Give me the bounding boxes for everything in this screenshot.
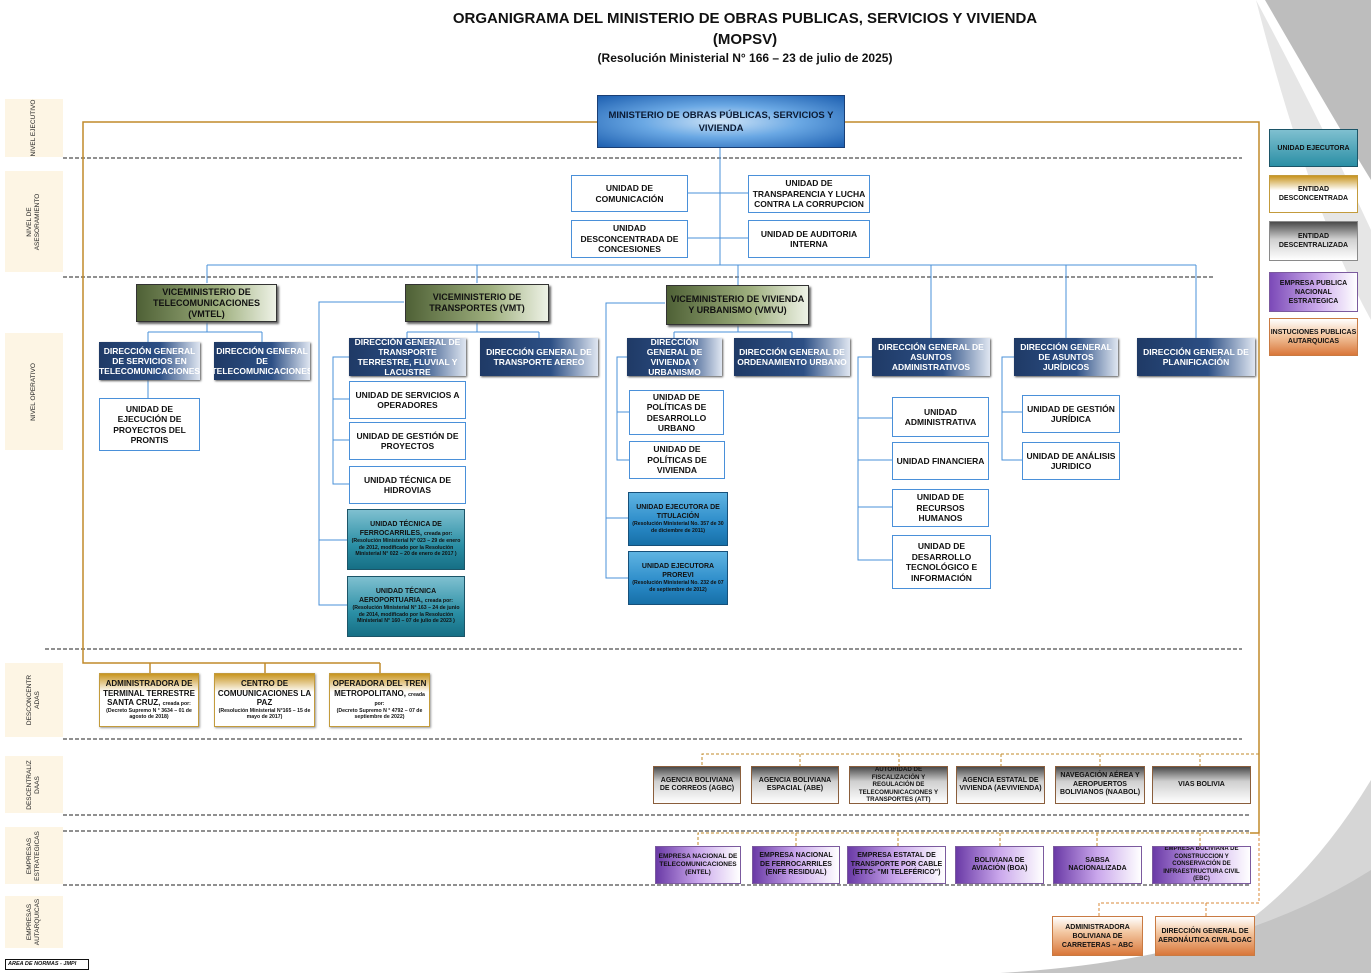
legend-entidad-descentralizada: ENTIDAD DESCENTRALIZADA xyxy=(1269,221,1358,261)
unidad-financiera: UNIDAD FINANCIERA xyxy=(892,442,989,480)
estrategica-ettc: EMPRESA ESTATAL DE TRANSPORTE POR CABLE … xyxy=(847,846,946,884)
unidad-prontis: UNIDAD DE EJECUCIÓN DE PROYECTOS DEL PRO… xyxy=(99,398,200,451)
level-desconcentradas: DESCONCENTR ADAS xyxy=(5,663,63,737)
unidad-analisis-juridico: UNIDAD DE ANÁLISIS JURIDICO xyxy=(1022,442,1120,480)
vmtel-box: VICEMINISTERIO DE TELECOMUNICACIONES (VM… xyxy=(136,284,277,322)
unidad-prorevi: UNIDAD EJECUTORA PROREVI (Resolución Min… xyxy=(628,551,728,605)
dg-planificacion: DIRECCIÓN GENERAL DE PLANIFICACIÓN xyxy=(1137,338,1255,376)
unidad-aeroportuaria: UNIDAD TÉCNICA AEROPORTUARIA, creada por… xyxy=(347,576,465,637)
legend-entidad-desconcentrada: ENTIDAD DESCONCENTRADA xyxy=(1269,175,1358,213)
level-estrategicas: EMPRESAS ESTRATEGICAS xyxy=(5,827,63,884)
legend-unidad-ejecutora: UNIDAD EJECUTORA xyxy=(1269,129,1358,167)
descentralizada-vias-bolivia: VIAS BOLIVIA xyxy=(1152,766,1251,804)
unidad-titulacion: UNIDAD EJECUTORA DE TITULACIÓN (Resoluci… xyxy=(628,492,728,546)
dg-asuntos-administrativos: DIRECCIÓN GENERAL DE ASUNTOS ADMINISTRAT… xyxy=(872,338,990,376)
chart-title: ORGANIGRAMA DEL MINISTERIO DE OBRAS PUBL… xyxy=(452,10,1038,27)
unidad-politicas-urbano: UNIDAD DE POLÍTICAS DE DESARROLLO URBANO xyxy=(629,390,724,435)
footer-area-normas: AREA DE NORMAS - JMPI xyxy=(5,959,89,970)
legend-instituciones-autarquicas: INSTUCIONES PUBLICAS AUTARQUICAS xyxy=(1269,318,1358,356)
unidad-hidrovias: UNIDAD TÉCNICA DE HIDROVIAS xyxy=(349,466,466,504)
descentralizada-att: AUTORIDAD DE FISCALIZACIÓN Y REGULACIÓN … xyxy=(849,766,948,804)
unidad-desarrollo-tecnologico: UNIDAD DE DESARROLLO TECNOLÓGICO E INFOR… xyxy=(892,535,991,589)
desconcentrada-tren-metropolitano: OPERADORA DEL TREN METROPOLITANO, creada… xyxy=(329,673,430,727)
vmvu-box: VICEMINISTERIO DE VIVIENDA Y URBANISMO (… xyxy=(666,285,809,325)
unidad-transparencia: UNIDAD DE TRANSPARENCIA Y LUCHA CONTRA L… xyxy=(748,175,870,213)
dg-telecomunicaciones: DIRECCIÓN GENERAL DE TELECOMUNICACIONES xyxy=(214,342,310,380)
dg-servicios-telecom: DIRECCIÓN GENERAL DE SERVICIOS EN TELECO… xyxy=(99,342,200,380)
unidad-gestion-proyectos: UNIDAD DE GESTIÓN DE PROYECTOS xyxy=(349,422,466,460)
dg-transporte-aereo: DIRECCIÓN GENERAL DE TRANSPORTE AEREO xyxy=(480,338,598,376)
legend-empresa-publica: EMPRESA PUBLICA NACIONAL ESTRATEGICA xyxy=(1269,272,1358,312)
autarquica-abc: ADMINISTRADORA BOLIVIANA DE CARRETERAS –… xyxy=(1052,916,1143,956)
vmt-box: VICEMINISTERIO DE TRANSPORTES (VMT) xyxy=(405,284,549,322)
ministry-box: MINISTERIO DE OBRAS PÚBLICAS, SERVICIOS … xyxy=(597,95,845,148)
descentralizada-naabol: NAVEGACIÓN AÉREA Y AEROPUERTOS BOLIVIANO… xyxy=(1055,766,1145,804)
unidad-administrativa: UNIDAD ADMINISTRATIVA xyxy=(892,397,989,437)
dg-asuntos-juridicos: DIRECCIÓN GENERAL DE ASUNTOS JURÍDICOS xyxy=(1014,338,1118,376)
estrategica-enfe: EMPRESA NACIONAL DE FERROCARRILES (ENFE … xyxy=(752,846,840,884)
desconcentrada-terminal: ADMINISTRADORA DE TERMINAL TERRESTRE SAN… xyxy=(99,673,199,727)
chart-title-acronym: (MOPSV) xyxy=(712,31,778,48)
level-descentralizadas: DESCENTRALIZ DAAS xyxy=(5,756,63,813)
estrategica-ebc: EMPRESA BOLIVIANA DE CONSTRUCCION Y CONS… xyxy=(1152,846,1251,884)
descentralizada-aevivienda: AGENCIA ESTATAL DE VIVIENDA (AEVIVIENDA) xyxy=(956,766,1045,804)
dg-transporte-terrestre: DIRECCIÓN GENERAL DE TRANSPORTE TERRESTR… xyxy=(349,338,466,376)
estrategica-boa: BOLIVIANA DE AVIACIÓN (BOA) xyxy=(955,846,1044,884)
descentralizada-abe: AGENCIA BOLIVIANA ESPACIAL (ABE) xyxy=(751,766,839,804)
desconcentrada-centro-comunicaciones: CENTRO DE COMUUNICACIONES LA PAZ (Resolu… xyxy=(214,673,315,727)
unidad-comunicacion: UNIDAD DE COMUNICACIÓN xyxy=(571,175,688,212)
level-autarquicas: EMPRESAS AUTARQUICAS xyxy=(5,896,63,948)
unidad-servicios-operadores: UNIDAD DE SERVICIOS A OPERADORES xyxy=(349,381,466,419)
unidad-politicas-vivienda: UNIDAD DE POLÍTICAS DE VIVIENDA xyxy=(629,441,725,479)
unidad-ferrocarriles: UNIDAD TÉCNICA DE FERROCARRILES, creada … xyxy=(347,509,465,570)
autarquica-dgac: DIRECCIÓN GENERAL DE AERONÁUTICA CIVIL D… xyxy=(1155,916,1255,956)
unidad-gestion-juridica: UNIDAD DE GESTIÓN JURÍDICA xyxy=(1022,395,1120,433)
unidad-recursos-humanos: UNIDAD DE RECURSOS HUMANOS xyxy=(892,489,989,527)
level-operativo: NIVEL OPERATIVO xyxy=(5,333,63,450)
level-ejecutivo: NIVEL EJECUTIVO xyxy=(5,99,63,157)
unidad-concesiones: UNIDAD DESCONCENTRADA DE CONCESIONES xyxy=(571,220,688,258)
unidad-auditoria: UNIDAD DE AUDITORIA INTERNA xyxy=(748,220,870,258)
dg-ordenamiento-urbano: DIRECCIÓN GENERAL DE ORDENAMIENTO URBANO xyxy=(734,338,850,376)
estrategica-sabsa: SABSA NACIONALIZADA xyxy=(1053,846,1142,884)
descentralizada-agbc: AGENCIA BOLIVIANA DE CORREOS (AGBC) xyxy=(653,766,741,804)
chart-subtitle: (Resolución Ministerial N° 166 – 23 de j… xyxy=(597,51,893,65)
estrategica-entel: EMPRESA NACIONAL DE TELECOMUNICACIONES (… xyxy=(655,846,741,884)
dg-vivienda-urbanismo: DIRECCIÓN GENERAL DE VIVIENDA Y URBANISM… xyxy=(627,338,722,376)
level-asesoramiento: NIVEL DE ASESORAMIENTO xyxy=(5,171,63,272)
